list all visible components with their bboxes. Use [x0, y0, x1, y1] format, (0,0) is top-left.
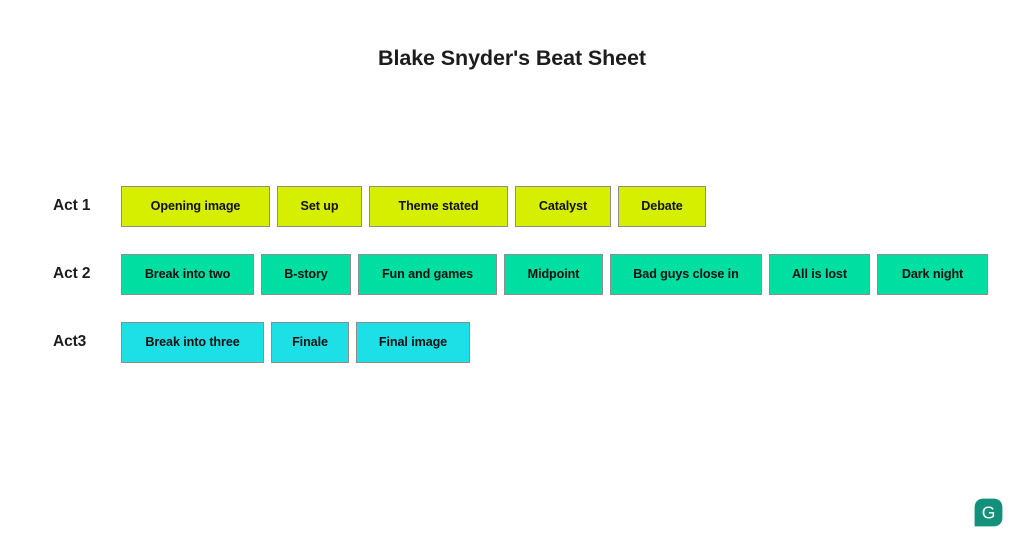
- beat-box[interactable]: Finale: [271, 321, 349, 363]
- beat-box[interactable]: All is lost: [769, 253, 870, 295]
- beat-box[interactable]: Theme stated: [369, 185, 508, 227]
- act-label-1: Act 1: [53, 197, 91, 214]
- beat-box[interactable]: Bad guys close in: [610, 253, 762, 295]
- grammarly-g-logo: G: [974, 498, 1003, 527]
- svg-text:G: G: [982, 502, 996, 522]
- beat-box[interactable]: Set up: [277, 185, 362, 227]
- beat-box[interactable]: B-story: [261, 253, 351, 295]
- beat-box[interactable]: Catalyst: [515, 185, 611, 227]
- beat-box[interactable]: Fun and games: [358, 253, 497, 295]
- beat-box[interactable]: Dark night: [877, 253, 988, 295]
- beat-box[interactable]: Debate: [618, 185, 706, 227]
- beat-box[interactable]: Opening image: [121, 185, 270, 227]
- beat-box[interactable]: Midpoint: [504, 253, 603, 295]
- beat-box[interactable]: Final image: [356, 321, 470, 363]
- act-label-2: Act 2: [53, 265, 91, 282]
- page-title: Blake Snyder's Beat Sheet: [378, 46, 646, 70]
- act-label-3: Act3: [53, 333, 87, 350]
- beat-box[interactable]: Break into two: [121, 253, 254, 295]
- beat-box[interactable]: Break into three: [121, 321, 264, 363]
